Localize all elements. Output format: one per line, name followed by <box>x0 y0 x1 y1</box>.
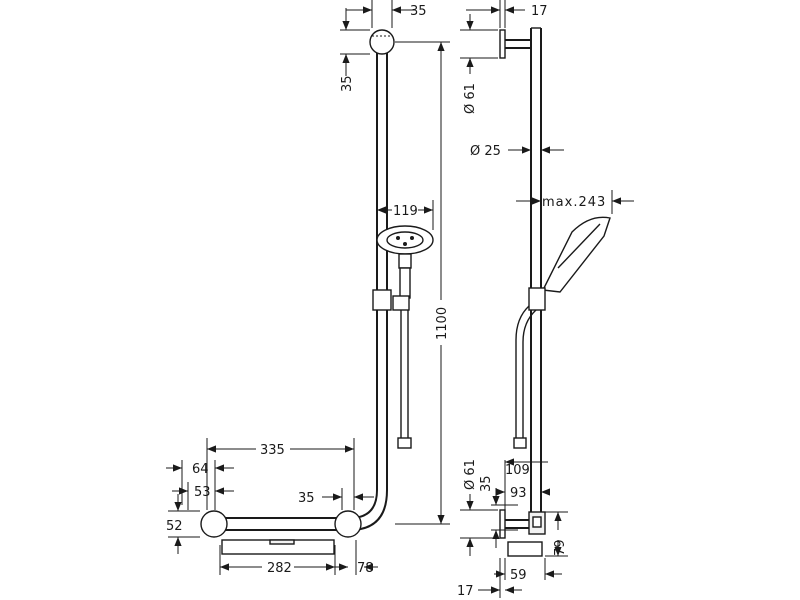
dim-61-bottom: Ø 61 <box>460 459 498 556</box>
dim-25: Ø 25 <box>470 144 564 159</box>
dim-label: max.243 <box>542 195 606 210</box>
dim-label: 79 <box>553 539 568 556</box>
dim-label: 35 <box>298 491 315 506</box>
dim-335: 335 <box>206 438 355 510</box>
dim-label: 52 <box>166 519 183 534</box>
dim-35-side: 35 <box>479 475 518 548</box>
dim-label: 35 <box>410 4 427 19</box>
dim-17-bottom: 17 <box>457 558 522 599</box>
slider-hose <box>372 289 412 449</box>
dim-label: 1100 <box>435 307 450 340</box>
dim-label: Ø 61 <box>463 459 478 490</box>
dim-label: 109 <box>505 463 530 478</box>
dim-top-35-h: 35 <box>346 0 427 28</box>
dim-label: 17 <box>531 4 548 19</box>
dim-label: 53 <box>194 485 211 500</box>
dim-35-bottom: 35 <box>298 488 374 510</box>
dim-label: 35 <box>340 75 355 92</box>
dim-78: 78 <box>322 540 378 576</box>
dim-label: Ø 25 <box>470 144 501 159</box>
dim-282: 282 <box>219 545 336 576</box>
dim-label: 35 <box>479 475 494 492</box>
front-view: 35 35 119 1100 <box>166 0 450 576</box>
dim-79: 79 <box>545 511 568 557</box>
dim-64: 64 <box>166 460 234 505</box>
dim-53: 53 <box>172 482 234 510</box>
dim-label: 282 <box>267 561 292 576</box>
grab-bar <box>200 510 362 555</box>
vertical-rail <box>349 29 395 531</box>
dim-1100: 1100 <box>395 41 450 525</box>
shower-head <box>376 225 434 299</box>
dim-label: 78 <box>357 561 374 576</box>
side-rail <box>499 27 542 516</box>
dim-max-243: max.243 <box>516 190 634 214</box>
dim-52: 52 <box>166 494 200 554</box>
dim-label: 17 <box>457 584 474 599</box>
dim-label: 64 <box>192 462 209 477</box>
dim-label: 119 <box>393 204 418 219</box>
dim-label: 93 <box>510 486 527 501</box>
dim-17-top: 17 <box>466 0 548 28</box>
dim-59: 59 <box>494 558 562 583</box>
dim-top-35-v: 35 <box>340 8 370 92</box>
dim-119: 119 <box>376 200 434 230</box>
dim-label: 59 <box>510 568 527 583</box>
side-view: 17 Ø 61 Ø 25 max.243 <box>457 0 634 599</box>
side-bottom-bracket <box>499 509 546 557</box>
dim-label: 335 <box>260 443 285 458</box>
dim-61-top: Ø 61 <box>460 14 498 114</box>
side-hand-shower <box>513 216 611 449</box>
dim-93: 93 <box>496 484 550 510</box>
dim-label: Ø 61 <box>463 83 478 114</box>
